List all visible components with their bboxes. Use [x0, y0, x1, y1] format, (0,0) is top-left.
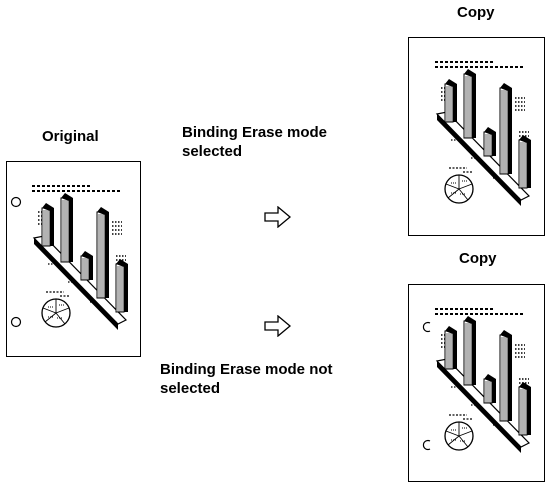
erase-selected-label-line1: Binding Erase mode	[182, 124, 328, 141]
original-page	[6, 161, 141, 357]
dot-block	[515, 344, 525, 358]
base-slab	[32, 235, 128, 330]
dot-block	[515, 97, 525, 111]
tick-marks	[451, 386, 521, 446]
title-dashes	[32, 185, 120, 192]
bar-column	[41, 203, 54, 247]
title-dashes	[435, 61, 523, 68]
right-arrow-icon	[264, 315, 292, 337]
bar-column	[80, 251, 93, 281]
bar-column	[60, 193, 73, 263]
bar-column	[96, 207, 109, 299]
erase-not-selected-label-line2: selected	[160, 380, 221, 397]
bar-column	[463, 316, 476, 386]
copy-top-label: Copy	[457, 4, 495, 21]
base-slab	[435, 358, 531, 453]
bar-column	[518, 382, 531, 436]
bar-column	[499, 83, 512, 175]
bar-column	[115, 259, 128, 313]
bar-column	[499, 330, 512, 422]
bar-chart-illustration	[435, 308, 531, 453]
tick-marks	[48, 263, 118, 323]
bar-column	[483, 374, 496, 404]
binding-hole-mark-icon	[422, 439, 431, 451]
bar-chart-illustration	[435, 61, 531, 206]
copy-bottom-label: Copy	[459, 250, 497, 267]
bar-column	[483, 127, 496, 157]
binding-hole-icon	[10, 196, 22, 208]
copy-erase-not-selected-page	[408, 284, 545, 482]
bar-column	[463, 69, 476, 139]
binding-hole-icon	[10, 316, 22, 328]
bar-chart-illustration	[32, 185, 128, 330]
bar-column	[518, 135, 531, 189]
bar-column	[444, 79, 457, 123]
tick-marks	[451, 139, 521, 199]
title-dashes	[435, 308, 523, 315]
right-arrow-icon	[264, 206, 292, 228]
pie-chart-illustration	[444, 167, 474, 204]
bar-column	[444, 326, 457, 370]
pie-chart-illustration	[444, 414, 474, 451]
dot-block	[112, 221, 122, 235]
erase-selected-label-line2: selected	[182, 143, 243, 160]
base-slab	[435, 111, 531, 206]
erase-not-selected-label-line1: Binding Erase mode not	[160, 361, 333, 378]
pie-chart-illustration	[41, 291, 71, 328]
copy-erase-selected-page	[408, 37, 545, 236]
binding-hole-mark-icon	[422, 321, 431, 333]
original-label: Original	[42, 128, 99, 145]
